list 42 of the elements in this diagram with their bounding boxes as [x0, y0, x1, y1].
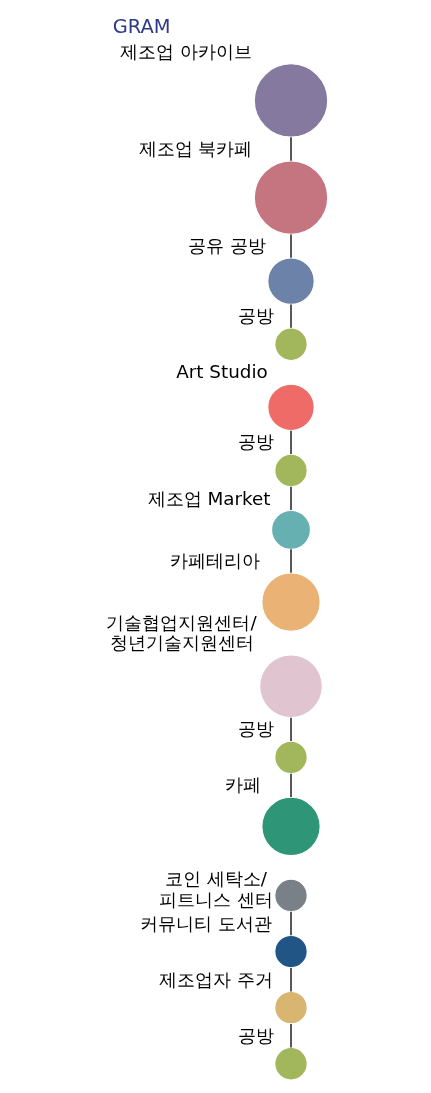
connector: [290, 233, 292, 259]
node-circle: [274, 740, 308, 775]
connector: [290, 1023, 292, 1049]
node-circle: [274, 878, 308, 913]
connector: [290, 967, 292, 993]
connector: [290, 303, 292, 329]
node-label: 커뮤니티 도서관: [140, 912, 273, 934]
node-label: 제조업 Market: [147, 487, 271, 509]
node-circle: [259, 654, 323, 718]
connector: [290, 548, 292, 574]
node-label: 공방: [237, 431, 274, 453]
connector: [290, 486, 292, 511]
node-label: 카페테리아: [169, 550, 260, 572]
node-label: Art Studio: [176, 361, 268, 383]
node-circle: [261, 796, 321, 857]
node-circle: [274, 327, 308, 361]
connector: [290, 911, 292, 937]
node-label: 공방: [237, 305, 274, 327]
node-label: 기술협업지원센터/ 청년기술지원센터: [106, 611, 257, 654]
node-circle: [267, 257, 315, 305]
node-label: 공유 공방: [188, 235, 267, 257]
diagram-title: GRAM: [112, 14, 171, 38]
node-label: 제조업자 주거: [159, 968, 273, 990]
node-label: 제조업 북카페: [138, 138, 253, 160]
node-circle: [274, 453, 308, 488]
node-circle: [253, 160, 329, 235]
node-circle: [274, 990, 308, 1025]
node-label: 코인 세탁소/ 피트니스 센터: [159, 868, 273, 910]
node-label: 카페: [225, 774, 262, 796]
node-label: 제조업 아카이브: [119, 40, 252, 62]
node-circle: [274, 1047, 308, 1081]
node-label: 공방: [237, 1024, 274, 1046]
connector: [290, 430, 292, 455]
connector: [290, 136, 292, 162]
node-circle: [267, 383, 315, 432]
node-circle: [253, 63, 329, 138]
connector: [290, 717, 292, 742]
connector: [290, 772, 292, 798]
node-label: 공방: [237, 718, 274, 740]
node-circle: [274, 934, 308, 969]
node-circle: [261, 572, 321, 632]
node-circle: [271, 509, 311, 550]
